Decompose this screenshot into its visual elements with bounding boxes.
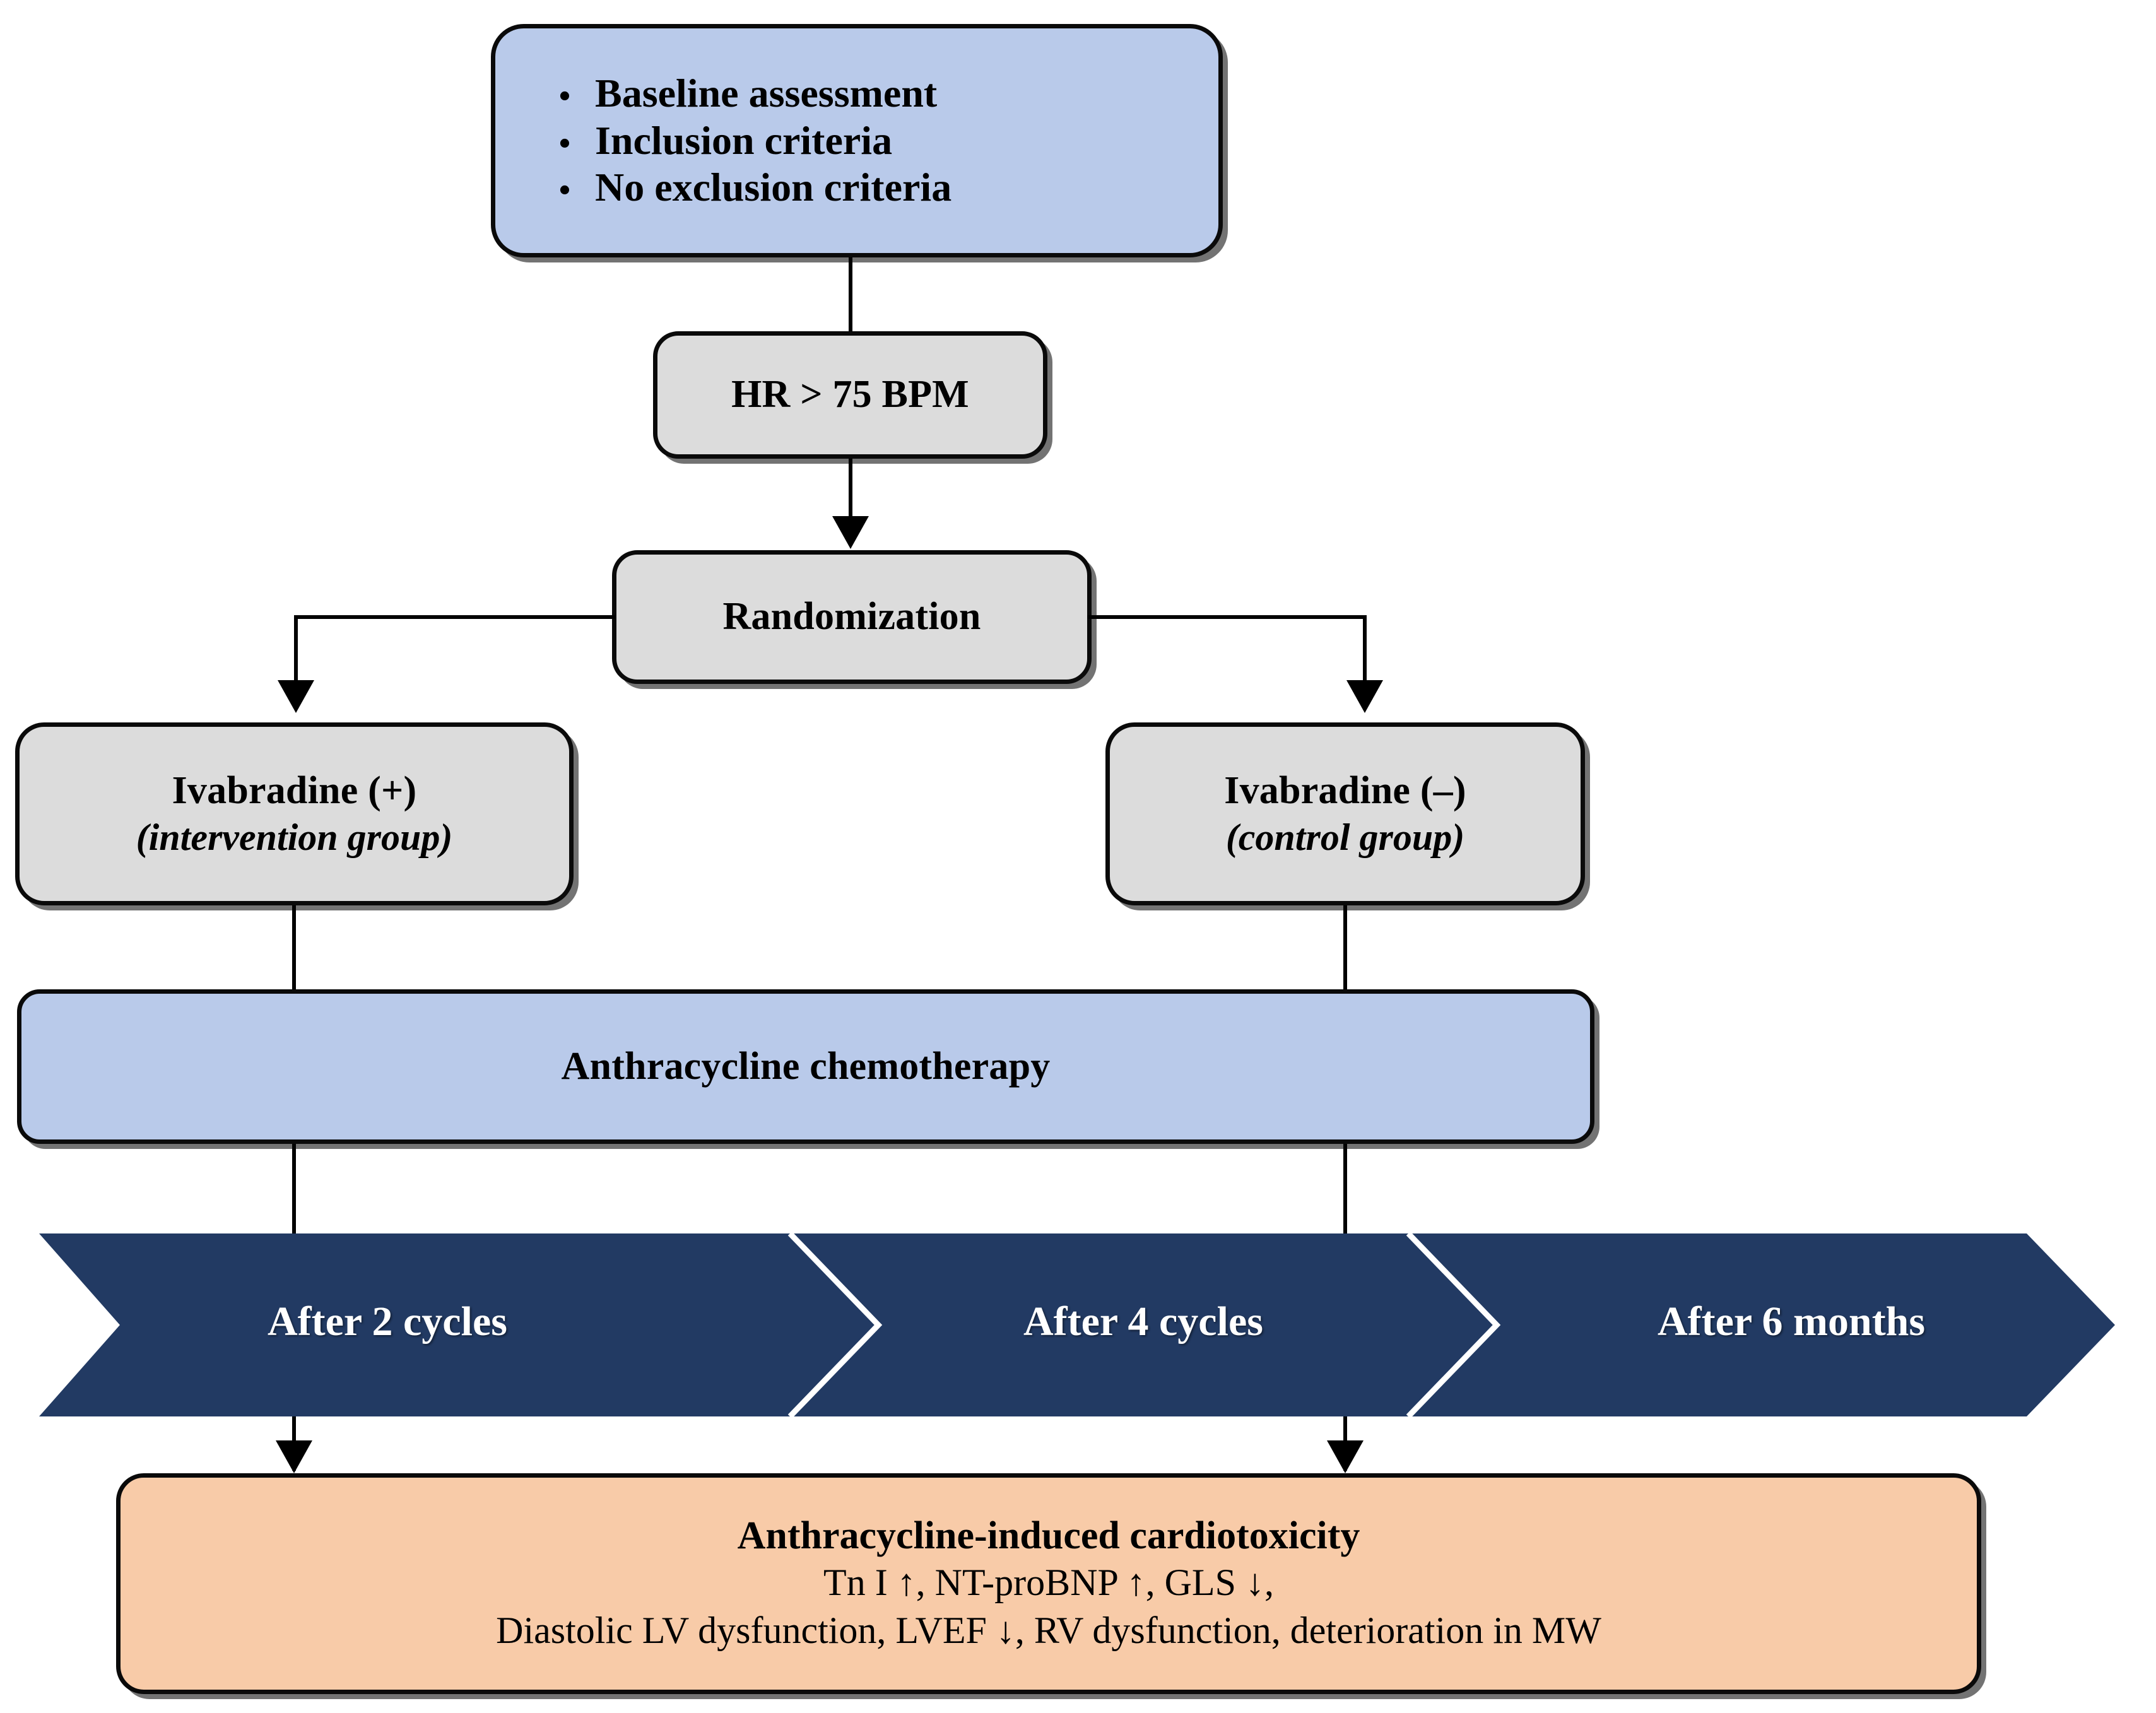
- list-item: • No exclusion criteria: [534, 165, 952, 210]
- list-item: • Baseline assessment: [534, 71, 951, 116]
- outcome-function-line: Diastolic LV dysfunction, LVEF ↓, RV dys…: [496, 1609, 1601, 1651]
- timeline-step-label-2: After 4 cycles: [1023, 1298, 1263, 1345]
- connector-intervention-to-chemo: [292, 905, 296, 992]
- chemotherapy-label: Anthracycline chemotherapy: [561, 1044, 1051, 1088]
- bullet-icon: •: [558, 172, 571, 209]
- baseline-item-label: Baseline assessment: [595, 71, 938, 116]
- baseline-item-label: No exclusion criteria: [595, 165, 952, 210]
- outcome-title: Anthracycline-induced cardiotoxicity: [737, 1514, 1360, 1557]
- control-arm-subtitle: (control group): [1225, 816, 1465, 859]
- arrowhead-icon: [832, 516, 869, 549]
- connector-chemo-to-timeline-left: [292, 1144, 296, 1237]
- connector-baseline-to-hr: [849, 257, 852, 333]
- connector-randomization-left-horizontal: [294, 615, 616, 619]
- baseline-item-label: Inclusion criteria: [595, 117, 893, 163]
- bullet-icon: •: [558, 125, 571, 162]
- control-arm-title: Ivabradine (–): [1224, 768, 1466, 812]
- chevron-divider-2-icon: [1406, 1233, 1501, 1416]
- outcome-biomarkers-line: Tn I ↑, NT-proBNP ↑, GLS ↓,: [823, 1561, 1274, 1603]
- arrowhead-icon: [278, 680, 314, 713]
- assessment-timeline: After 2 cycles After 4 cycles After 6 mo…: [39, 1233, 2115, 1416]
- timeline-body: [39, 1233, 2115, 1416]
- connector-randomization-left-vertical: [294, 615, 298, 685]
- randomization-box: Randomization: [612, 550, 1092, 684]
- arrowhead-icon: [1346, 680, 1383, 713]
- randomization-label: Randomization: [722, 595, 981, 639]
- chevron-divider-1-icon: [787, 1233, 883, 1416]
- connector-chemo-to-timeline-right: [1343, 1144, 1347, 1237]
- connector-control-to-chemo: [1343, 905, 1347, 992]
- heart-rate-criterion-box: HR > 75 BPM: [653, 331, 1047, 459]
- intervention-arm-box: Ivabradine (+) (intervention group): [15, 722, 574, 905]
- heart-rate-criterion-label: HR > 75 BPM: [731, 373, 969, 416]
- intervention-arm-title: Ivabradine (+): [172, 768, 417, 812]
- connector-randomization-right-vertical: [1363, 615, 1367, 685]
- cardiotoxicity-outcome-box: Anthracycline-induced cardiotoxicity Tn …: [116, 1473, 1981, 1694]
- timeline-chevron-graphic: [39, 1233, 2115, 1416]
- arrowhead-icon: [276, 1440, 312, 1473]
- list-item: • Inclusion criteria: [534, 119, 951, 162]
- timeline-step-label-3: After 6 months: [1658, 1298, 1926, 1345]
- connector-randomization-right-horizontal: [1088, 615, 1367, 619]
- timeline-step-label-1: After 2 cycles: [268, 1298, 507, 1345]
- intervention-arm-subtitle: (intervention group): [136, 816, 453, 859]
- control-arm-box: Ivabradine (–) (control group): [1105, 722, 1585, 905]
- bullet-icon: •: [558, 78, 571, 115]
- connector-hr-to-randomization: [849, 459, 852, 522]
- arrowhead-icon: [1327, 1440, 1364, 1473]
- baseline-assessment-box: • Baseline assessment • Inclusion criter…: [491, 24, 1223, 257]
- chemotherapy-box: Anthracycline chemotherapy: [17, 989, 1594, 1144]
- baseline-criteria-list: • Baseline assessment • Inclusion criter…: [534, 68, 951, 213]
